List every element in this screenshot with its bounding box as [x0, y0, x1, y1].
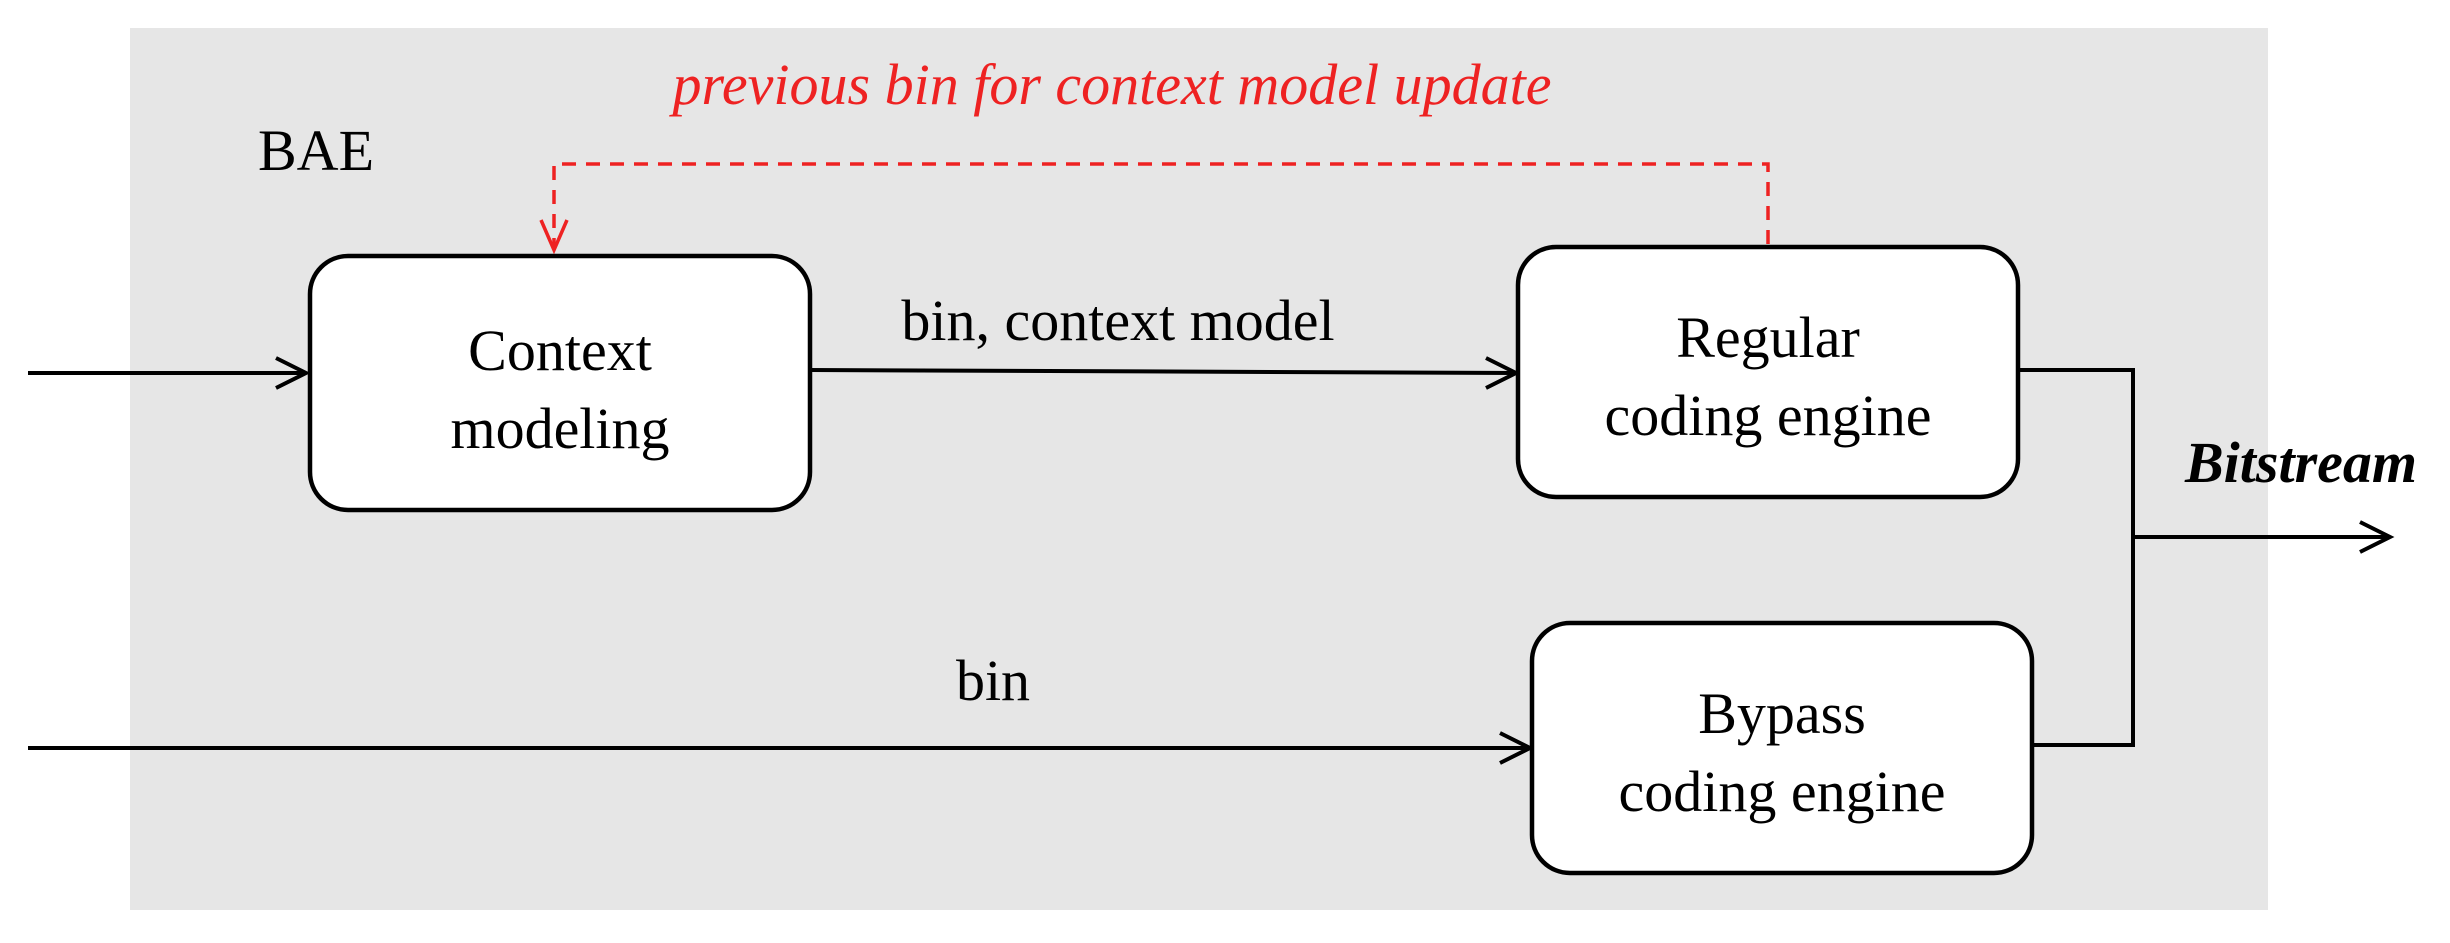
bae-label: BAE [258, 118, 374, 183]
regular-coding-engine-block: Regular coding engine [1515, 244, 2021, 500]
bypass-input-label: bin [956, 648, 1030, 713]
context-modeling-block: Context modeling [307, 253, 813, 513]
output-merge-lines [2018, 368, 2395, 747]
bypass-coding-engine-block: Bypass coding engine [1529, 620, 2035, 876]
context-input-arrow [28, 356, 311, 390]
feedback-arrowhead [539, 219, 569, 255]
context-modeling-line-1: Context [468, 318, 652, 383]
bitstream-label: Bitstream [2184, 430, 2417, 495]
regular-engine-line-1: Regular [1676, 305, 1860, 370]
bypass-engine-line-2: coding engine [1619, 759, 1946, 824]
regular-engine-line-2: coding engine [1605, 383, 1932, 448]
feedback-path [539, 162, 1770, 255]
feedback-label: previous bin for context model update [669, 52, 1552, 117]
bypass-engine-line-1: Bypass [1698, 681, 1866, 746]
context-to-regular-label: bin, context model [901, 288, 1334, 353]
context-modeling-line-2: modeling [450, 396, 669, 461]
